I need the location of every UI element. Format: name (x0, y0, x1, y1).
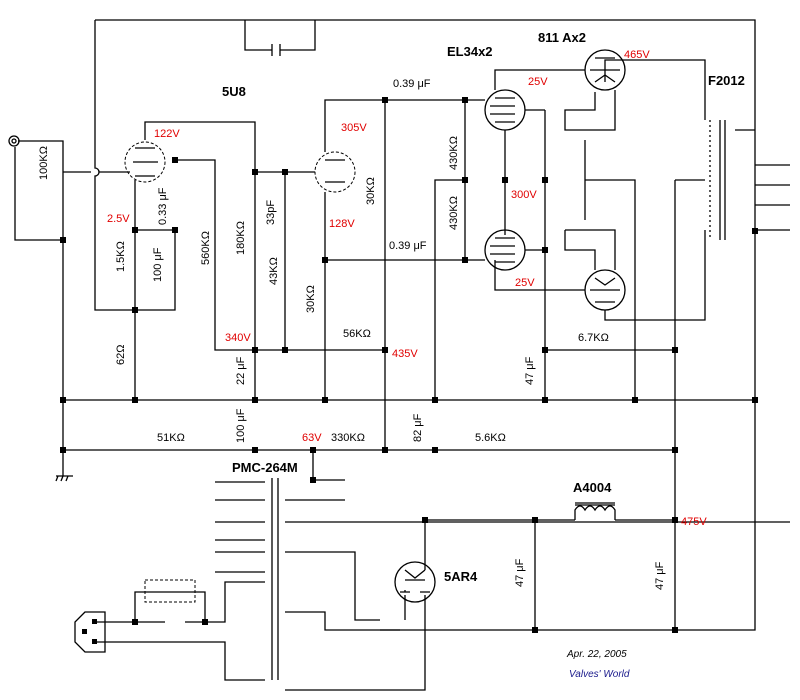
tube-label-811a: 811 Ax2 (538, 30, 586, 45)
voltage-465: 465V (624, 49, 650, 61)
tube-5u8-triode (124, 141, 166, 183)
voltage-128: 128V (329, 218, 355, 230)
label-430k-lower: 430KΩ (448, 196, 460, 230)
label-180k: 180KΩ (235, 221, 247, 255)
power-transformer-core (271, 478, 279, 680)
tube-el34-lower (484, 229, 526, 271)
tube-label-5u8: 5U8 (222, 84, 246, 99)
label-100uf-cathode: 100 μF (152, 247, 164, 282)
label-330k: 330KΩ (331, 432, 365, 444)
label-100uf-supply: 100 μF (235, 408, 247, 443)
label-1-5k: 1.5KΩ (115, 241, 127, 272)
label-5-6k: 5.6KΩ (475, 432, 506, 444)
voltage-2-5: 2.5V (107, 213, 130, 225)
tube-label-el34: EL34x2 (447, 44, 493, 59)
voltage-25-upper: 25V (528, 76, 548, 88)
date-label: Apr. 22, 2005 (566, 649, 627, 660)
label-47uf-bias: 47 μF (524, 356, 536, 385)
tube-5u8-pentode-section (314, 151, 356, 193)
label-33pf: 33pF (265, 200, 277, 225)
credit-label: Valves' World (569, 669, 630, 680)
voltage-435: 435V (392, 348, 418, 360)
choke-label-a4004: A4004 (573, 480, 612, 495)
tube-5ar4 (394, 561, 436, 603)
label-430k-upper: 430KΩ (448, 136, 460, 170)
label-30k-cathode: 30KΩ (305, 285, 317, 313)
tube-el34-upper (484, 89, 526, 131)
voltage-340: 340V (225, 332, 251, 344)
output-transformer-core (709, 120, 726, 240)
tube-label-5ar4: 5AR4 (444, 569, 478, 584)
optional-capacitor-box (144, 579, 196, 603)
voltage-25-lower: 25V (515, 277, 535, 289)
label-0-33uf: 0.33 μF (157, 187, 169, 225)
label-22uf: 22 μF (235, 356, 247, 385)
ground-icon (55, 450, 73, 482)
label-62: 62Ω (115, 345, 127, 365)
label-0-39uf-upper: 0.39 μF (393, 78, 431, 90)
label-82uf: 82 μF (412, 413, 424, 442)
label-560k: 560KΩ (200, 231, 212, 265)
transformer-label-pmc264m: PMC-264M (232, 460, 298, 475)
label-30k-plate: 30KΩ (365, 177, 377, 205)
ac-inlet-icon[interactable] (74, 611, 106, 653)
label-56k: 56KΩ (343, 328, 371, 340)
voltage-475: 475V (681, 516, 707, 528)
label-47uf-filter-2: 47 μF (654, 561, 666, 590)
label-43k: 43KΩ (268, 257, 280, 285)
tube-811a-upper (584, 49, 626, 91)
voltage-63: 63V (302, 432, 322, 444)
transformer-label-f2012: F2012 (708, 73, 745, 88)
label-100k-pot: 100KΩ (38, 146, 50, 180)
junction-dots (60, 97, 758, 633)
input-jack-icon[interactable] (8, 135, 20, 147)
tube-811a-lower (584, 269, 626, 311)
choke-icon (574, 502, 616, 520)
voltage-305: 305V (341, 122, 367, 134)
voltage-300: 300V (511, 189, 537, 201)
label-47uf-filter-1: 47 μF (514, 558, 526, 587)
voltage-122: 122V (154, 128, 180, 140)
label-0-39uf-lower: 0.39 μF (389, 240, 427, 252)
label-6-7k: 6.7KΩ (578, 332, 609, 344)
label-51k: 51KΩ (157, 432, 185, 444)
